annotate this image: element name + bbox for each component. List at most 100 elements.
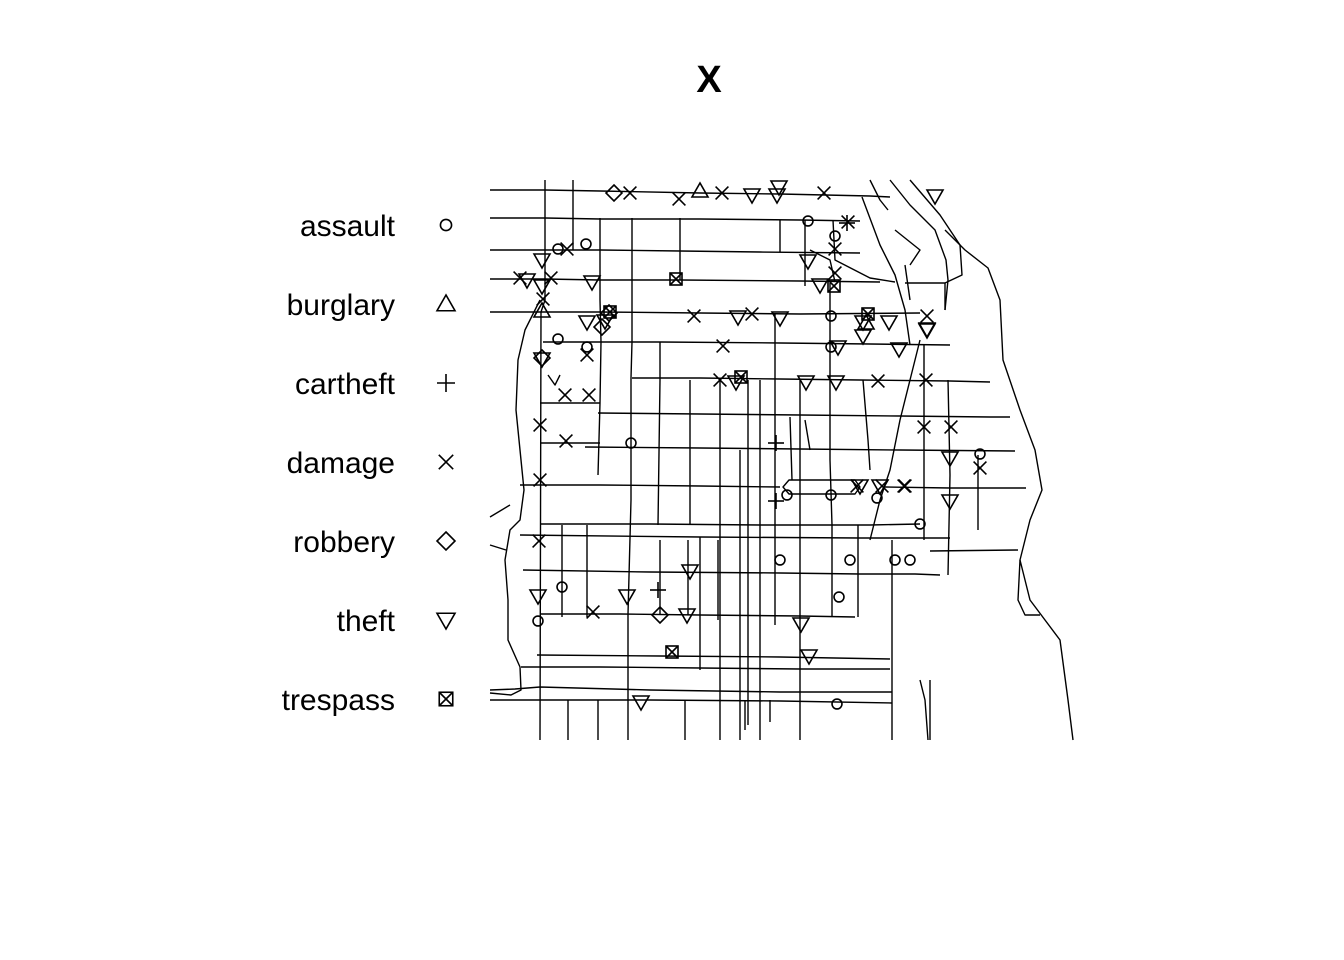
point-theft (770, 311, 790, 328)
legend-label: assault (300, 210, 396, 243)
point-theft (517, 273, 537, 290)
point-assault (825, 489, 837, 501)
point-damage (973, 461, 987, 475)
legend-item-damage: damage (287, 447, 454, 480)
street-network (489, 179, 1074, 741)
point-damage (917, 420, 931, 434)
point-assault (833, 591, 845, 603)
legend-symbol-circle (439, 218, 453, 232)
point-damage (536, 292, 550, 306)
point-theft (769, 180, 789, 197)
legend-symbol-triangle-up (435, 293, 457, 312)
point-theft (850, 479, 870, 496)
point-damage (533, 418, 547, 432)
point-assault (625, 437, 637, 449)
legend-symbol-triangle-down (435, 612, 457, 631)
point-trespass (861, 307, 875, 321)
point-assault (556, 581, 568, 593)
point-damage (920, 309, 934, 323)
point-theft (677, 608, 697, 625)
legend-item-burglary: burglary (287, 289, 457, 322)
point-damage (944, 420, 958, 434)
point-robbery (604, 183, 624, 203)
point-theft (798, 254, 818, 271)
legend-item-assault: assault (300, 210, 453, 243)
point-theft (791, 617, 811, 634)
point-assault (580, 238, 592, 250)
point-robbery (650, 605, 670, 625)
legend-item-theft: theft (337, 605, 457, 638)
point-damage (582, 388, 596, 402)
point-theft (532, 279, 552, 296)
point-theft (595, 314, 615, 331)
point-damage (559, 434, 573, 448)
legend-label: robbery (293, 526, 395, 559)
point-burglary (532, 301, 552, 318)
point-damage (817, 186, 831, 200)
point-damage (687, 309, 701, 323)
point-assault (532, 615, 544, 627)
point-damage (672, 192, 686, 206)
legend-label: trespass (282, 684, 395, 717)
point-theft (810, 278, 830, 295)
legend-symbol-diamond (435, 530, 457, 552)
point-theft (728, 310, 748, 327)
point-robbery (592, 317, 612, 337)
point-theft (870, 479, 890, 496)
point-damage (580, 348, 594, 362)
point-cartheft (650, 582, 666, 598)
legend-symbol-plus (437, 374, 455, 392)
point-assault (974, 448, 986, 460)
point-assault (914, 518, 926, 530)
point-theft (917, 323, 937, 340)
point-trespass (669, 272, 683, 286)
point-theft (940, 451, 960, 468)
point-theft (680, 564, 700, 581)
point-damage (560, 242, 574, 256)
point-assault (844, 554, 856, 566)
point-theft (940, 494, 960, 511)
point-theft (631, 695, 651, 712)
point-damage (544, 271, 558, 285)
point-theft (742, 188, 762, 205)
point-cartheft (768, 493, 784, 509)
legend-label: burglary (287, 289, 395, 322)
point-trespass (603, 305, 617, 319)
point-theft (532, 352, 552, 369)
point-theft (799, 649, 819, 666)
point-theft (853, 315, 873, 332)
point-assault (581, 341, 593, 353)
point-cartheft (768, 435, 784, 451)
point-assault (802, 215, 814, 227)
point-damage (745, 307, 759, 321)
point-trespass (665, 645, 679, 659)
point-theft (826, 375, 846, 392)
point-damage (715, 186, 729, 200)
legend: assaultburglarycartheftdamagerobberythef… (282, 210, 457, 717)
point-damage (828, 266, 842, 280)
point-theft (767, 188, 787, 205)
point-trespass (734, 370, 748, 384)
point-assault (871, 492, 883, 504)
point-assault (889, 554, 901, 566)
point-theft (617, 589, 637, 606)
point-damage (841, 215, 855, 229)
point-damage (532, 534, 546, 548)
point-assault (904, 554, 916, 566)
point-theft (925, 189, 945, 206)
point-theft (532, 253, 552, 270)
point-damage (558, 388, 572, 402)
legend-label: theft (337, 605, 396, 638)
point-damage (828, 242, 842, 256)
point-damage (871, 374, 885, 388)
point-assault (829, 230, 841, 242)
legend-label: damage (287, 447, 395, 480)
point-damage (586, 605, 600, 619)
point-burglary (856, 313, 876, 330)
point-assault (774, 554, 786, 566)
point-theft (879, 315, 899, 332)
point-theft (889, 342, 909, 359)
plot-title: X (696, 59, 722, 101)
point-theft (828, 340, 848, 357)
